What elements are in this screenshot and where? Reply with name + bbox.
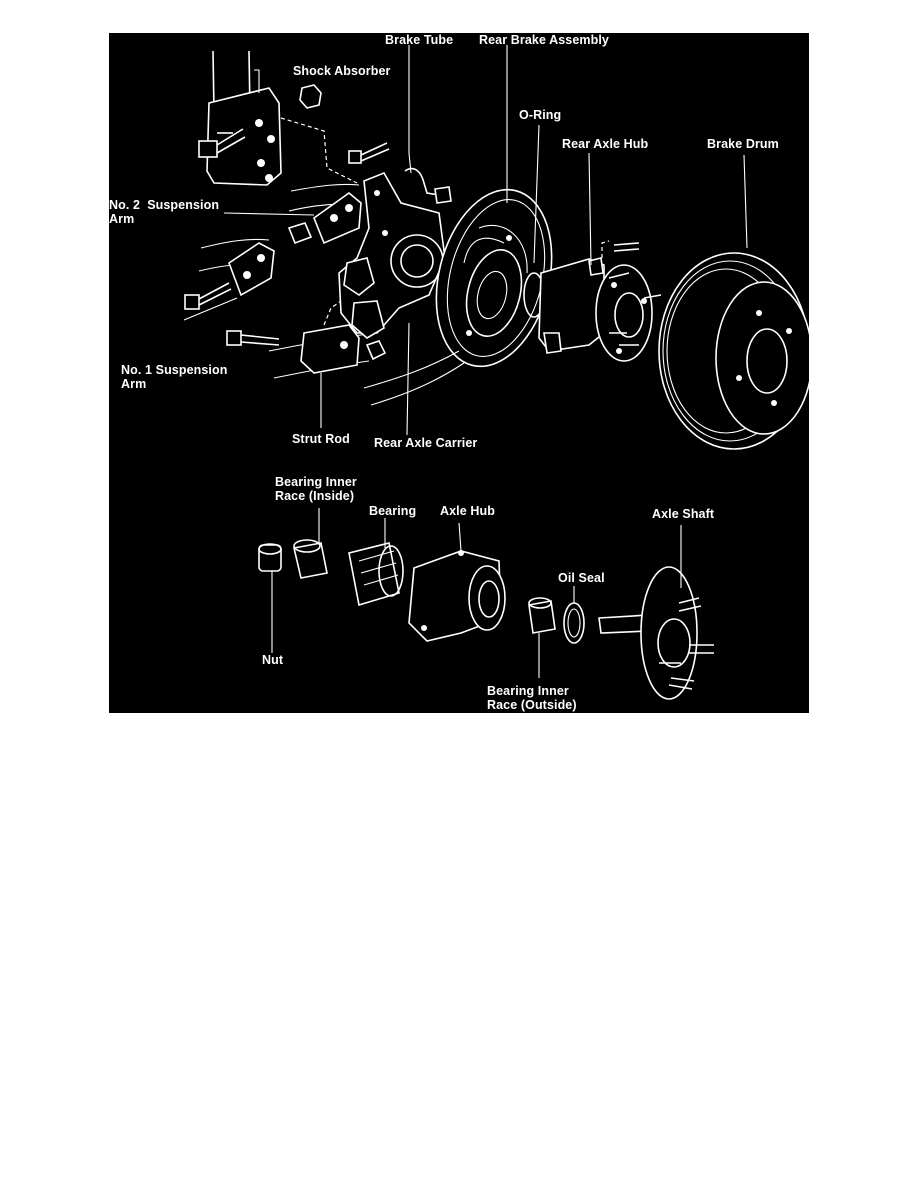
label-axle-shaft: Axle Shaft xyxy=(652,507,715,521)
label-no1-suspension-arm: No. 1 Suspension Arm xyxy=(121,363,228,391)
label-brake-tube: Brake Tube xyxy=(385,33,454,47)
brake-drum-drawing xyxy=(658,252,809,450)
leader-lines xyxy=(183,45,748,678)
shock-absorber-drawing xyxy=(198,50,322,186)
label-o-ring: O-Ring xyxy=(519,108,562,122)
diagram-artwork xyxy=(183,45,809,700)
bearing-drawing xyxy=(348,542,404,607)
label-no2-suspension-arm: No. 2 Suspension Arm xyxy=(109,198,220,226)
suspension-arm-drawings xyxy=(184,142,390,310)
label-shock-absorber: Shock Absorber xyxy=(293,64,391,78)
brake-tube-drawing xyxy=(404,167,440,196)
rear-axle-hub-drawing xyxy=(538,240,662,362)
nut-drawing xyxy=(258,543,282,572)
exploded-diagram: Brake Tube Rear Brake Assembly Shock Abs… xyxy=(109,33,809,713)
label-bearing-inner-race-inside: Bearing Inner Race (Inside) xyxy=(275,475,357,503)
label-rear-axle-hub: Rear Axle Hub xyxy=(562,137,649,151)
label-bearing-inner-race-outside: Bearing Inner Race (Outside) xyxy=(487,684,577,712)
label-rear-axle-carrier: Rear Axle Carrier xyxy=(374,436,478,450)
bearing-inner-race-outside-drawing xyxy=(528,597,556,634)
label-axle-hub: Axle Hub xyxy=(440,504,495,518)
strut-rod-drawing xyxy=(226,300,387,379)
label-brake-drum: Brake Drum xyxy=(707,137,779,151)
label-nut: Nut xyxy=(262,653,284,667)
bearing-inner-race-inside-drawing xyxy=(293,539,328,579)
oil-seal-drawing xyxy=(563,602,585,644)
label-strut-rod: Strut Rod xyxy=(292,432,350,446)
axle-hub-drawing xyxy=(408,550,506,642)
rear-axle-carrier-drawing xyxy=(338,171,446,339)
label-rear-brake-assembly: Rear Brake Assembly xyxy=(479,33,609,47)
label-oil-seal: Oil Seal xyxy=(558,571,605,585)
label-bearing: Bearing xyxy=(369,504,417,518)
axle-shaft-drawing xyxy=(598,566,714,700)
